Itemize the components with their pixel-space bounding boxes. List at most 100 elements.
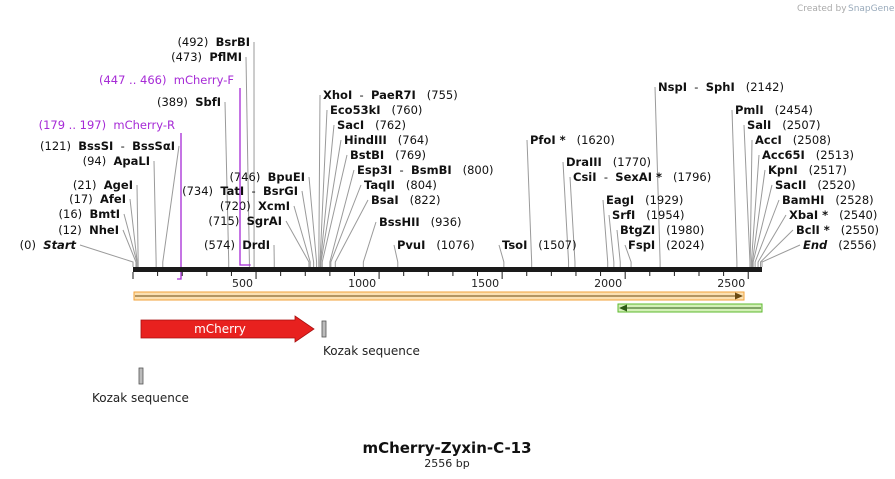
site-leader-line (731, 109, 738, 267)
sequence-backbone (133, 267, 762, 272)
restriction-site-label[interactable]: CsiI - SexAI * (1796) (573, 170, 711, 184)
site-leaders (79, 41, 801, 267)
restriction-site-label[interactable]: TaqII (804) (364, 178, 437, 192)
site-leader-line (301, 190, 315, 267)
restriction-site-label[interactable]: EagI (1929) (606, 193, 683, 207)
kozak-feature-1[interactable] (321, 320, 327, 338)
restriction-site-label[interactable]: (746) BpuEI (229, 170, 305, 184)
restriction-site-label[interactable]: BssHII (936) (379, 215, 462, 229)
site-leader-line (318, 94, 321, 267)
restriction-site-label[interactable]: NspI - SphI (2142) (658, 80, 784, 94)
restriction-site-label[interactable]: Acc65I (2513) (762, 148, 854, 162)
restriction-site-label[interactable]: (389) SbfI (157, 95, 221, 109)
restriction-site-label[interactable]: (715) SgrAI (208, 214, 282, 228)
snapgene-logo: SnapGene (848, 4, 895, 14)
restriction-site-label[interactable]: Eco53kI (760) (330, 103, 422, 117)
site-leader-line (393, 244, 399, 267)
restriction-site-label[interactable]: TsoI (1507) (502, 238, 577, 252)
restriction-site-label[interactable]: End (2556) (803, 238, 877, 252)
site-leader-line (334, 199, 369, 267)
restriction-site-label[interactable]: PfoI * (1620) (530, 133, 615, 147)
restriction-site-label[interactable]: SacII (2520) (775, 178, 856, 192)
restriction-site-label[interactable]: (121) BssSI - BssSαI (40, 139, 175, 153)
site-leader-line (526, 139, 533, 267)
restriction-site-label[interactable]: PvuI (1076) (397, 238, 475, 252)
restriction-site-label[interactable]: AccI (2508) (755, 133, 831, 147)
restriction-site-label[interactable]: BamHI (2528) (782, 193, 874, 207)
restriction-site-label[interactable]: (574) DrdI (204, 238, 270, 252)
ruler-label: 1000 (348, 277, 376, 290)
restriction-site-label[interactable]: (12) NheI (58, 223, 119, 237)
primer-label[interactable]: (447 .. 466) mCherry-F (99, 73, 234, 87)
restriction-site-label[interactable]: (0) Start (20, 238, 77, 252)
restriction-site-label[interactable]: HindIII (764) (344, 133, 429, 147)
site-leader-line (308, 176, 318, 267)
site-leader-line (749, 139, 753, 267)
site-leader-line (224, 101, 230, 267)
kozak-label-2: Kozak sequence (92, 391, 189, 405)
site-leader-line (757, 214, 787, 267)
mcherry-label: mCherry (194, 322, 246, 336)
restriction-site-label[interactable]: FspI (2024) (628, 238, 704, 252)
restriction-site-label[interactable]: (734) TatI - BsrGI (182, 184, 298, 198)
site-leader-line (761, 244, 801, 267)
ruler-label: 500 (232, 277, 253, 290)
kozak-feature-2[interactable] (138, 367, 144, 385)
restriction-site-label[interactable]: (17) AfeI (69, 192, 126, 206)
orf-orange (133, 291, 745, 301)
credit-text: Created by (797, 4, 847, 14)
restriction-site-label[interactable]: XbaI * (2540) (789, 208, 877, 222)
site-leader-line (285, 220, 310, 267)
site-leader-line (362, 221, 377, 267)
site-leader-line (743, 124, 751, 267)
restriction-site-label[interactable]: PmlI (2454) (735, 103, 813, 117)
site-leader-line (616, 229, 621, 267)
ruler-label: 2000 (594, 277, 622, 290)
mcherry-feature[interactable]: mCherry (140, 315, 315, 343)
site-leader-line (129, 198, 138, 267)
restriction-site-label[interactable]: (21) AgeI (73, 178, 133, 192)
restriction-site-label[interactable]: (720) XcmI (220, 199, 290, 213)
site-labels: (0) Start(12) NheI (16) BmtI(17) AfeI(21)… (20, 35, 879, 252)
restriction-site-label[interactable]: (16) BmtI (59, 207, 120, 221)
restriction-site-label[interactable]: BtgZI (1980) (620, 223, 704, 237)
restriction-site-label[interactable]: XhoI - PaeR7I (755) (323, 88, 458, 102)
site-leader-line (751, 169, 766, 267)
restriction-site-label[interactable]: BclI * (2550) (796, 223, 879, 237)
restriction-site-label[interactable]: DraIII (1770) (566, 155, 651, 169)
site-leader-line (752, 184, 773, 267)
site-leader-line (79, 244, 134, 267)
site-leader-line (153, 160, 157, 267)
restriction-site-label[interactable]: SacI (762) (337, 118, 406, 132)
restriction-site-label[interactable]: KpnI (2517) (768, 163, 847, 177)
site-leader-line (608, 214, 615, 267)
primer-label[interactable]: (179 .. 197) mCherry-R (39, 118, 175, 132)
site-leader-line (750, 154, 760, 267)
site-leader-line (624, 244, 632, 267)
restriction-site-label[interactable]: SalI (2507) (747, 118, 820, 132)
site-leader-line (320, 139, 342, 267)
restriction-site-label[interactable]: Esp3I - BsmBI (800) (357, 163, 494, 177)
restriction-site-label[interactable]: BstBI (769) (350, 148, 426, 162)
site-leader-line (136, 184, 139, 267)
primer-line (177, 133, 182, 280)
restriction-site-label[interactable]: (473) PflMI (171, 50, 242, 64)
site-leader-line (602, 199, 609, 267)
site-leader-line (330, 184, 362, 267)
restriction-site-label[interactable]: (94) ApaLI (83, 154, 150, 168)
orf-green (617, 303, 763, 313)
site-leader-line (562, 161, 570, 267)
restriction-site-label[interactable]: BsaI (822) (371, 193, 441, 207)
site-leader-line (498, 244, 505, 267)
map-length: 2556 bp (424, 457, 469, 470)
map-title: mCherry-Zyxin-C-13 (362, 439, 531, 457)
site-leader-line (122, 229, 137, 267)
site-leader-line (569, 176, 576, 267)
restriction-site-label[interactable]: (492) BsrBI (177, 35, 250, 49)
site-leader-line (329, 169, 355, 267)
restriction-site-label[interactable]: SrfI (1954) (612, 208, 684, 222)
primer-line (239, 88, 251, 266)
ruler-label: 2500 (717, 277, 745, 290)
